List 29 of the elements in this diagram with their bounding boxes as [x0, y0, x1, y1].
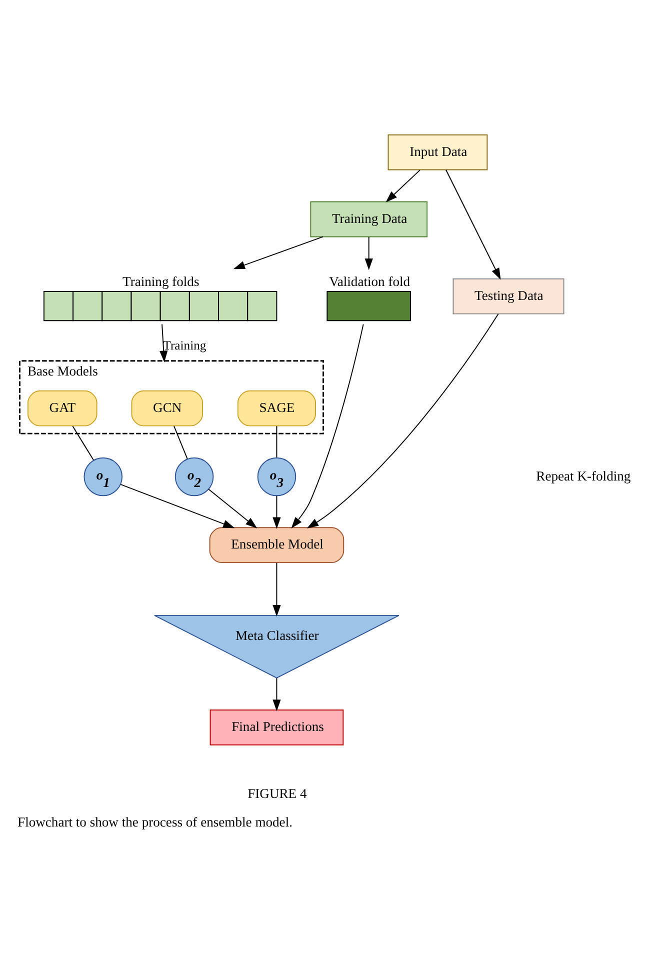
edge-label: Training — [163, 338, 206, 353]
connector — [174, 426, 188, 460]
node-box: Testing Data — [452, 278, 564, 314]
node-box: Input Data — [388, 134, 488, 170]
label: Repeat K-folding — [536, 468, 631, 484]
node-box: Ensemble Model — [209, 527, 344, 564]
arrow — [272, 495, 281, 529]
arrow — [446, 169, 501, 280]
node-box: GCN — [131, 390, 204, 426]
node-box: GAT — [27, 390, 98, 426]
node-box: Training Data — [310, 201, 428, 238]
label: FIGURE 4 — [248, 786, 307, 801]
connector — [72, 426, 94, 461]
arrow — [160, 324, 168, 362]
arrow — [272, 678, 281, 712]
arrow — [386, 170, 420, 202]
arrow — [306, 313, 499, 528]
arrow — [364, 236, 373, 270]
arrow — [120, 484, 235, 528]
caption: Flowchart to show the process of ensemble model. — [18, 814, 292, 830]
connector — [276, 426, 278, 458]
arrow — [272, 562, 281, 617]
node-box: SAGE — [237, 390, 316, 426]
arrow — [233, 236, 324, 270]
arrow — [291, 324, 364, 529]
node-label: Training folds — [122, 274, 200, 289]
arrow — [208, 488, 258, 528]
node-box: Final Predictions — [210, 710, 344, 746]
node-label: Validation fold — [329, 274, 410, 289]
